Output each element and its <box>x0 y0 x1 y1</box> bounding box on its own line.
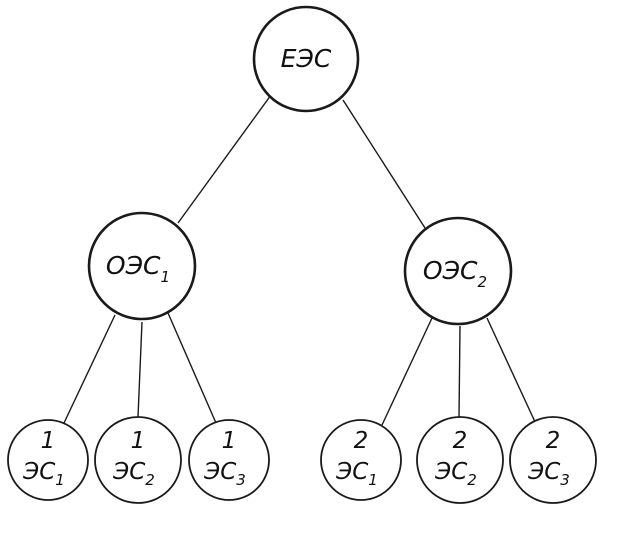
node-right-child-3: 2 ЭС3 <box>509 416 597 504</box>
leaf-label: ЭС2 <box>112 459 155 489</box>
edge-left-child-2 <box>137 321 143 418</box>
node-root: ЕЭС <box>252 5 360 113</box>
leaf-top-label: 1 <box>131 428 146 454</box>
leaf-label: ЭС1 <box>335 459 378 489</box>
leaf-top-label: 1 <box>41 428 56 454</box>
node-left-child-2: 1 ЭС2 <box>94 416 182 504</box>
node-left-child-3: 1 ЭС3 <box>188 419 270 501</box>
leaf-label: ЭС1 <box>22 459 65 489</box>
edge-right-child-2 <box>458 325 461 419</box>
leaf-label: ЭС3 <box>203 459 246 489</box>
edge-root-right <box>342 99 426 229</box>
leaf-top-label: 2 <box>354 428 369 454</box>
edge-right-child-3 <box>486 317 537 425</box>
leaf-top-label: 2 <box>453 428 468 454</box>
node-left-child-1: 1 ЭС1 <box>7 419 89 501</box>
node-left-label: ОЭС1 <box>106 251 170 286</box>
edge-left-child-3 <box>167 312 217 424</box>
node-root-label: ЕЭС <box>281 44 332 73</box>
node-right-child-1: 2 ЭС1 <box>320 419 402 501</box>
node-right-child-2: 2 ЭС2 <box>416 416 504 504</box>
edge-right-child-1 <box>381 317 433 426</box>
leaf-top-label: 2 <box>546 428 561 454</box>
node-right: ОЭС2 <box>403 216 513 326</box>
node-left: ОЭС1 <box>87 211 197 321</box>
edge-root-left <box>177 94 272 224</box>
edge-left-child-1 <box>63 314 116 424</box>
node-right-label: ОЭС2 <box>423 256 487 291</box>
leaf-label: ЭС2 <box>434 459 477 489</box>
leaf-label: ЭС3 <box>527 459 570 489</box>
leaf-top-label: 1 <box>222 428 237 454</box>
